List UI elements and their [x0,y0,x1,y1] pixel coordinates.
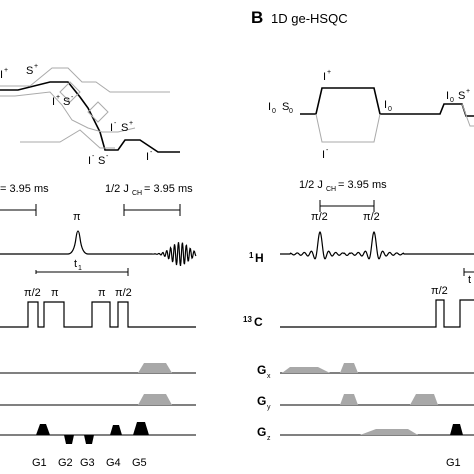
pi2-label-a1: π/2 [24,287,41,299]
coh-sup: + [466,88,470,95]
gradient-labels-a: G1 G2 G3 G4 G5 [32,457,147,469]
coh-label: S [282,101,289,113]
panel-b-title: 1D ge-HSQC [271,11,348,26]
gz-channel [0,422,474,444]
c-channel-b [280,268,474,328]
coherence-labels-b: I 0 S 0 I + I 0 I 0 S + I - [268,69,470,161]
delay-b-value: = 3.95 ms [338,179,387,191]
gy-sub: y [267,404,271,411]
coh-label: S [121,122,128,134]
gz-sub: z [267,435,271,442]
h-channel-b [280,230,474,260]
delay-b-bracket [319,200,375,212]
pi2-label-b3: π/2 [431,285,448,297]
pi-label: π [73,211,81,223]
gradient-label-g4: G4 [106,457,121,469]
c-channel-label: C [254,315,263,329]
coh-sup: + [56,94,60,101]
c-pulses-b [280,299,474,328]
delay-right-sub: CH [132,190,142,197]
gx-channel [0,363,474,374]
coh-sub: 0 [388,106,392,113]
coherence-labels-a: I + S + I + S - I - S + I - S - I - [0,63,153,167]
pi2-label-b1: π/2 [311,211,328,223]
coh-label: I [384,99,387,111]
coh-sup: - [114,120,117,127]
coh-sup: + [129,120,133,127]
t-bracket-b [463,268,474,276]
coh-label: I [52,96,55,108]
delay-right-value: = 3.95 ms [144,183,193,195]
h-channel-a [0,230,197,267]
gx-label: G [257,363,266,377]
coh-label: S [26,65,33,77]
delay-left-text: = 3.95 ms [0,183,49,195]
delay-b-prefix: 1/2 J [299,179,323,191]
coh-sup: - [106,153,109,160]
c-channel-a [0,268,196,328]
t1-label: t [74,258,77,270]
coh-label: I [146,151,149,163]
gradient-label-g2: G2 [58,457,73,469]
coh-sup: - [150,149,153,156]
coh-label: I [0,69,3,81]
delay-annotations-a: = 3.95 ms 1/2 J CH = 3.95 ms [0,183,193,216]
coherence-pathway-a [0,67,180,153]
h-channel-label: H [255,251,264,265]
t-label-b: t [468,274,471,286]
coh-sup: - [92,153,95,160]
h-mass: 1 [249,251,254,260]
coh-label: I [110,122,113,134]
coh-sub: 0 [450,97,454,104]
coh-label: I [322,149,325,161]
c-pulses-a [0,301,196,328]
coh-label: I [268,101,271,113]
delay-right-bracket [123,204,181,216]
gradient-label-b-g1: G1 [446,457,461,469]
gradient-label-g3: G3 [80,457,95,469]
pi-label-a1: π [51,287,59,299]
gx-sub: x [267,373,271,380]
pi-label-a2: π [98,287,106,299]
c-mass: 13 [243,315,252,324]
t1-bracket [35,268,129,276]
coh-sub: 0 [289,108,293,115]
gy-label: G [257,394,266,408]
coh-sup: + [34,63,38,70]
coh-sup: + [4,67,8,74]
delay-left-bracket [0,204,37,216]
coh-label: S [63,96,70,108]
gz-label: G [257,425,266,439]
gradient-label-g5: G5 [132,457,147,469]
gradient-label-g1: G1 [32,457,47,469]
coh-label: S [98,155,105,167]
coh-sup: - [71,94,74,101]
coh-label: I [88,155,91,167]
t1-sub: 1 [78,265,82,272]
panel-b-letter: B [251,8,263,27]
coh-sub: 0 [272,108,276,115]
delay-b-sub: CH [326,186,336,193]
delay-annotations-b: 1/2 J CH = 3.95 ms [299,179,387,212]
gy-channel [0,394,474,406]
coh-sup: - [326,147,329,154]
delay-right-prefix: 1/2 J [105,183,129,195]
coh-label: S [458,90,465,102]
coh-label: I [446,90,449,102]
coherence-pathway-b [300,87,474,143]
coh-sup: + [327,69,331,76]
pi2-label-a2: π/2 [115,287,132,299]
pi2-label-b2: π/2 [363,211,380,223]
coh-label: I [323,71,326,83]
